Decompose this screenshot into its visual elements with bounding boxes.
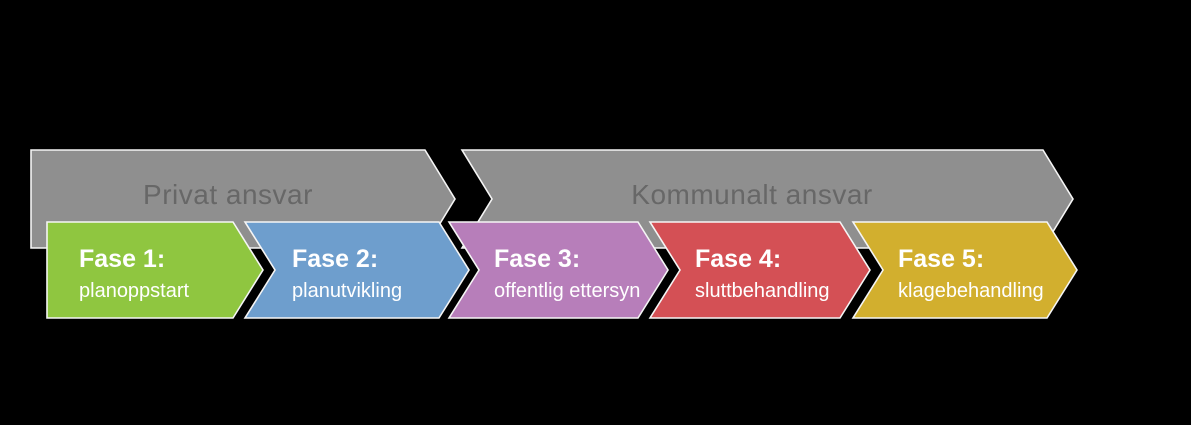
phase-2-arrow: Fase 2: planutvikling: [243, 221, 470, 319]
phase-layer: Fase 1: planoppstart Fase 2: planutvikli…: [46, 221, 1078, 319]
banner-kommunalt-label: Kommunalt ansvar: [631, 179, 872, 210]
phase-3-shape: [447, 221, 669, 319]
phase-5-shape: [851, 221, 1078, 319]
phase-2-shape: [243, 221, 470, 319]
phase-4-shape: [648, 221, 871, 319]
phase-1-arrow: Fase 1: planoppstart: [46, 221, 264, 319]
phase-2-title: Fase 2:: [292, 245, 378, 273]
phase-4-subtitle: sluttbehandling: [695, 280, 830, 302]
phase-3-arrow: Fase 3: offentlig ettersyn: [447, 221, 669, 319]
phase-1-title: Fase 1:: [79, 245, 165, 273]
phase-1-shape: [46, 221, 264, 319]
phase-5-arrow: Fase 5: klagebehandling: [851, 221, 1078, 319]
phase-3-subtitle: offentlig ettersyn: [494, 280, 640, 302]
banner-privat-label: Privat ansvar: [143, 179, 313, 210]
phase-3-title: Fase 3:: [494, 245, 580, 273]
phase-5-subtitle: klagebehandling: [898, 280, 1044, 302]
phase-4-arrow: Fase 4: sluttbehandling: [648, 221, 871, 319]
phase-4-title: Fase 4:: [695, 245, 781, 273]
phase-5-title: Fase 5:: [898, 245, 984, 273]
phase-2-subtitle: planutvikling: [292, 280, 402, 302]
phase-1-subtitle: planoppstart: [79, 280, 190, 302]
